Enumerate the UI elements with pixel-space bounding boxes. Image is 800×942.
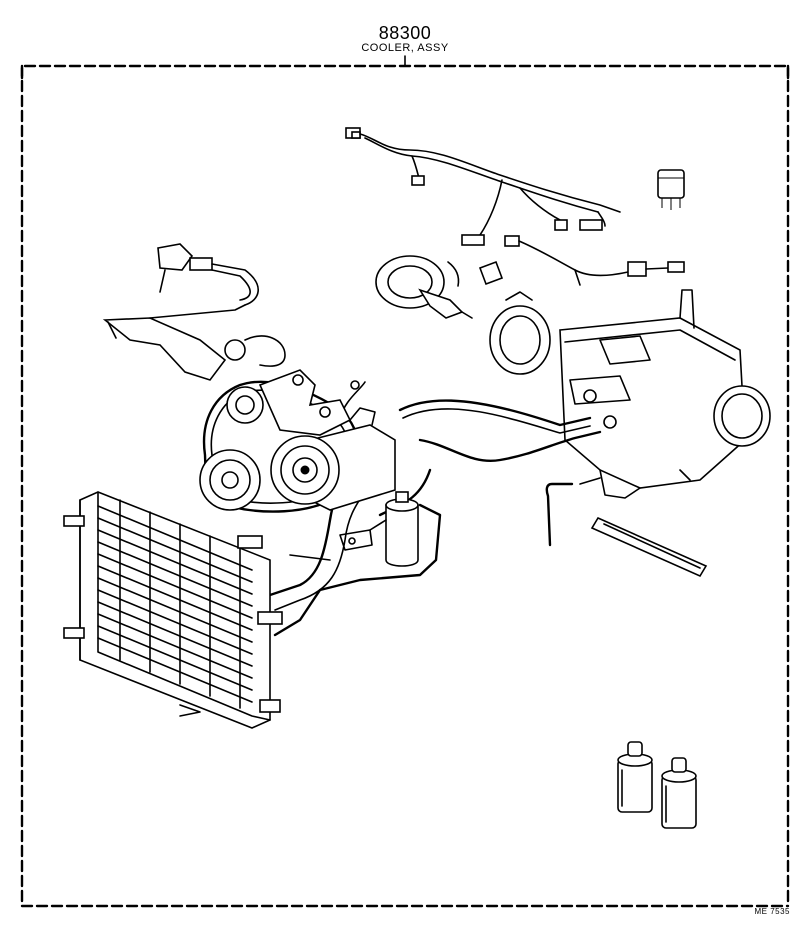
idle-up-vacuum-unit (375, 255, 473, 319)
refrigerant-can-right (661, 757, 697, 829)
title-block: 88300 COOLER, ASSY (330, 24, 480, 54)
wire-harness (345, 127, 685, 286)
refrigerant-cans (617, 741, 697, 829)
seal-strip (590, 516, 708, 578)
compressor-bracket (258, 369, 352, 436)
assembly-frame (20, 55, 790, 908)
refrigerant-can-left (617, 741, 653, 813)
condenser (63, 491, 283, 729)
vacuum-switch-bracket (102, 243, 286, 381)
receiver-drier (339, 491, 419, 567)
duct-ring (489, 291, 771, 447)
compressor (270, 380, 396, 511)
idler-pulley (226, 386, 264, 424)
part-name: COOLER, ASSY (361, 42, 449, 54)
drawing-code: ME 7535 (754, 907, 790, 916)
evaporator-housing (559, 289, 746, 499)
part-number: 88300 (378, 23, 432, 43)
drain-hose (545, 477, 601, 547)
relay (657, 169, 685, 210)
crank-pulley (199, 449, 261, 511)
magnetic-clutch-connector (478, 260, 504, 286)
